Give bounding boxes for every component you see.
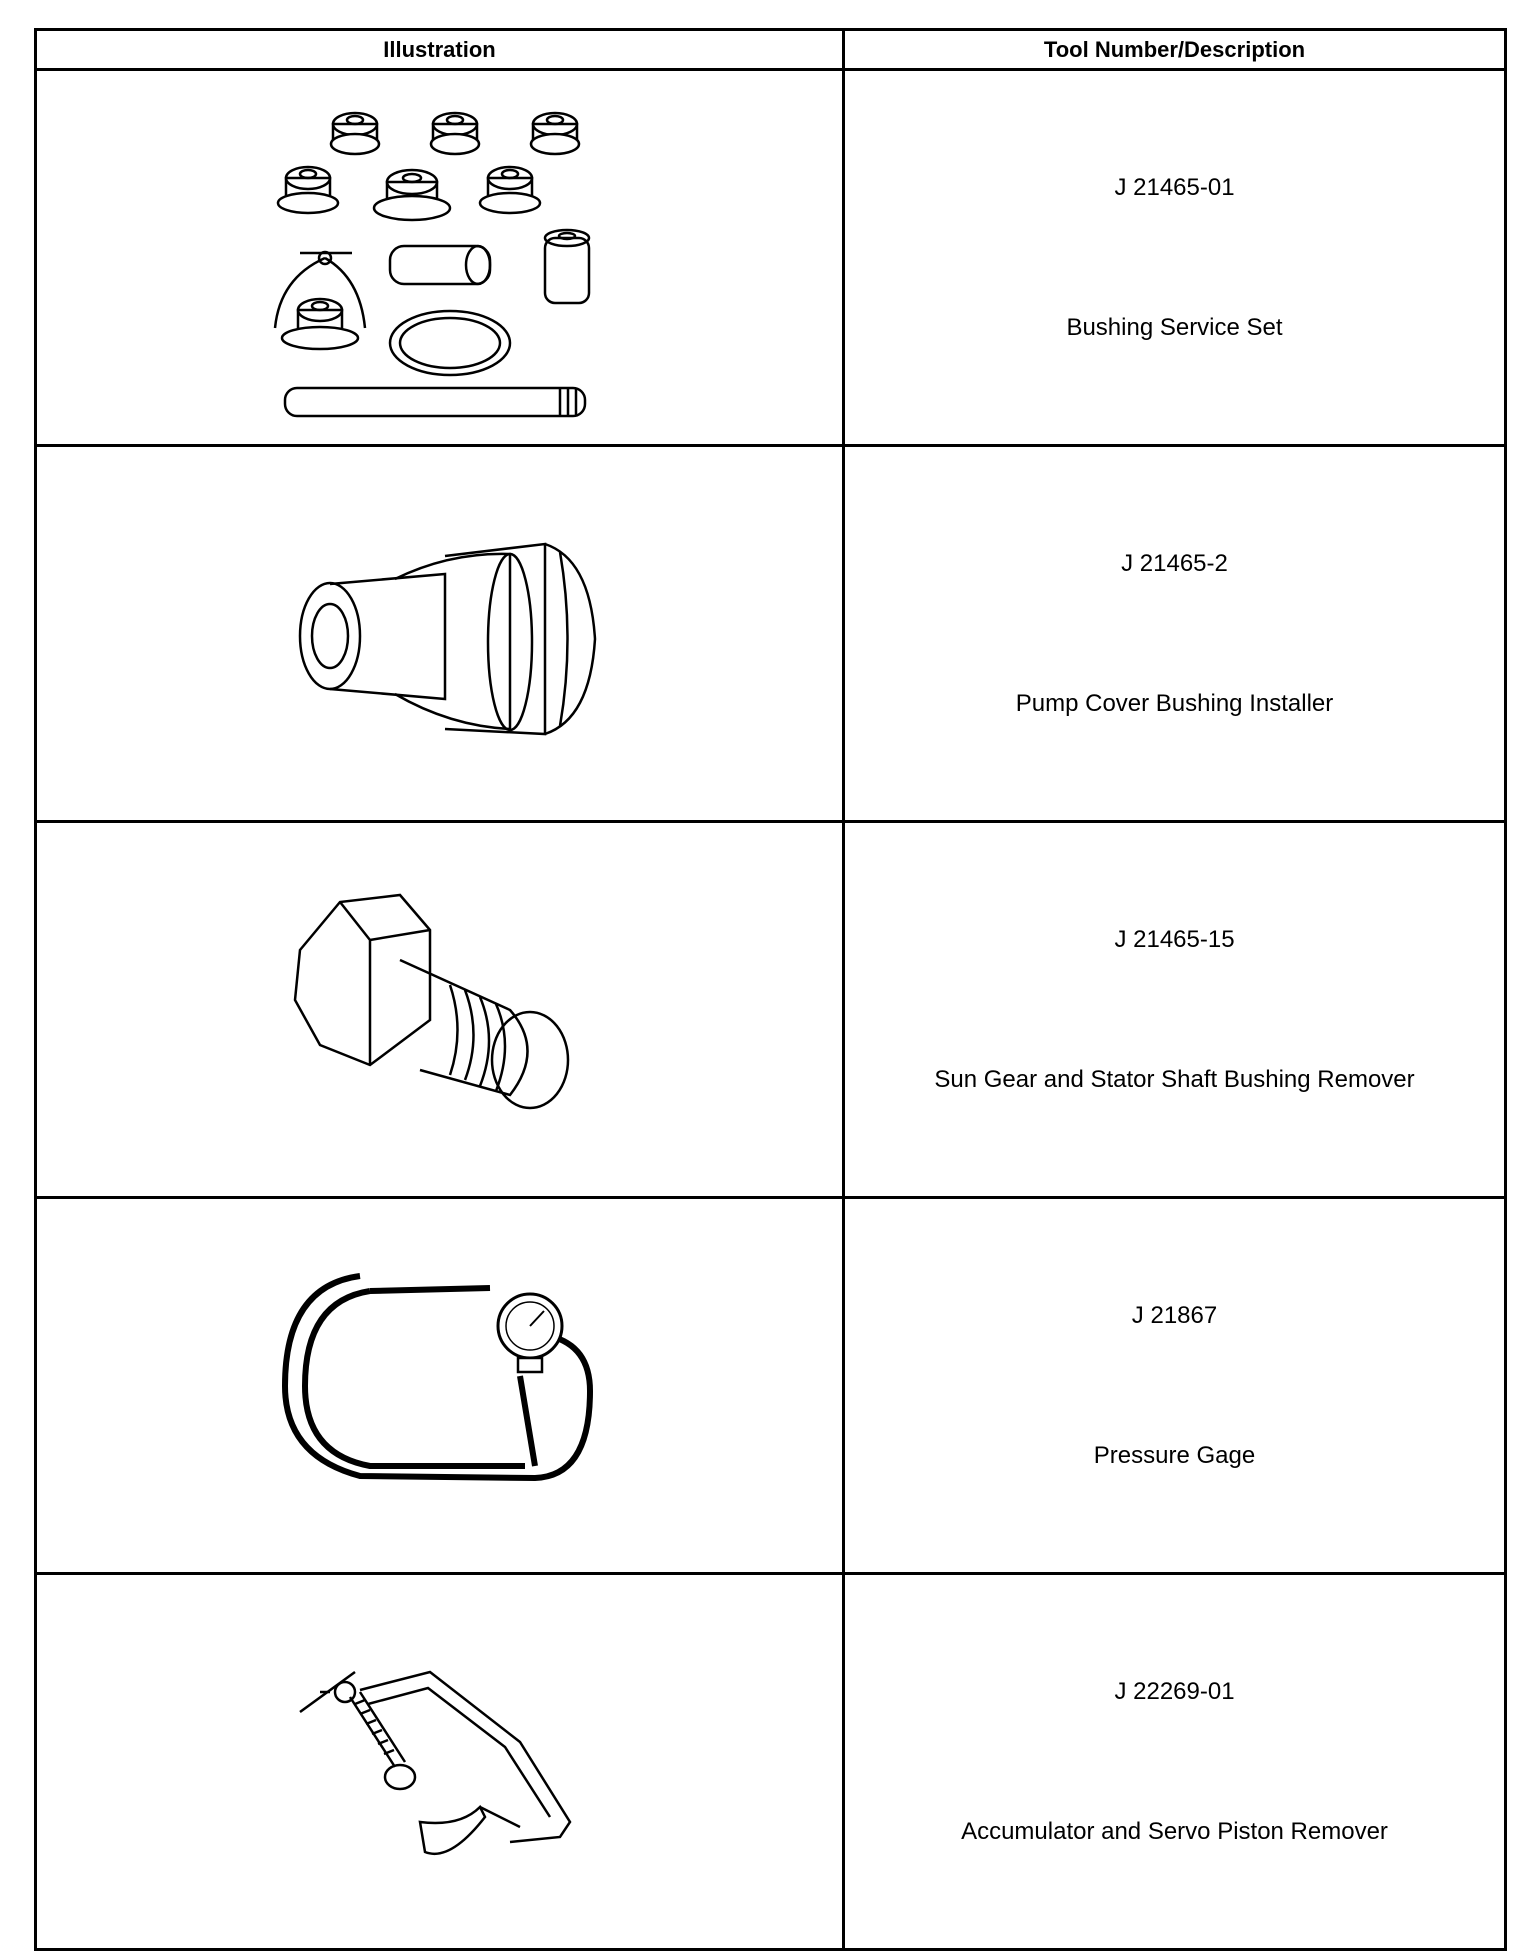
tool-cell: J 21867 Pressure Gage bbox=[842, 1196, 1507, 1575]
illustration-cell bbox=[34, 820, 845, 1199]
header-row: Illustration Tool Number/Description bbox=[34, 28, 1507, 71]
table-row: J 21465-2 Pump Cover Bushing Installer bbox=[34, 444, 1507, 823]
bushing-remover-icon bbox=[260, 840, 620, 1180]
tool-description: Bushing Service Set bbox=[1066, 313, 1283, 341]
tool-number: J 22269-01 bbox=[1114, 1677, 1235, 1705]
table-row: J 21867 Pressure Gage bbox=[34, 1196, 1507, 1575]
pressure-gage-icon bbox=[260, 1216, 620, 1556]
piston-remover-icon bbox=[260, 1592, 620, 1932]
tool-cell: J 21465-2 Pump Cover Bushing Installer bbox=[842, 444, 1507, 823]
tool-description: Pump Cover Bushing Installer bbox=[1015, 689, 1334, 717]
tool-number: J 21867 bbox=[1131, 1301, 1218, 1329]
table-row: J 21465-01 Bushing Service Set bbox=[34, 68, 1507, 447]
header-tool-number: Tool Number/Description bbox=[842, 28, 1507, 71]
table-row: J 22269-01 Accumulator and Servo Piston … bbox=[34, 1572, 1507, 1951]
table-row: J 21465-15 Sun Gear and Stator Shaft Bus… bbox=[34, 820, 1507, 1199]
tool-number: J 21465-01 bbox=[1114, 173, 1235, 201]
tool-description: Pressure Gage bbox=[1093, 1441, 1256, 1469]
tool-number: J 21465-15 bbox=[1114, 925, 1235, 953]
tool-cell: J 22269-01 Accumulator and Servo Piston … bbox=[842, 1572, 1507, 1951]
header-illustration: Illustration bbox=[34, 28, 845, 71]
illustration-cell bbox=[34, 444, 845, 823]
tool-number: J 21465-2 bbox=[1121, 549, 1228, 577]
illustration-cell bbox=[34, 68, 845, 447]
tool-description: Accumulator and Servo Piston Remover bbox=[961, 1817, 1388, 1845]
tool-table: Illustration Tool Number/Description bbox=[34, 28, 1507, 1951]
tool-cell: J 21465-01 Bushing Service Set bbox=[842, 68, 1507, 447]
illustration-cell bbox=[34, 1196, 845, 1575]
bushing-installer-icon bbox=[260, 464, 620, 804]
bushing-service-set-icon bbox=[260, 88, 620, 428]
tool-description: Sun Gear and Stator Shaft Bushing Remove… bbox=[934, 1065, 1415, 1093]
tool-cell: J 21465-15 Sun Gear and Stator Shaft Bus… bbox=[842, 820, 1507, 1199]
illustration-cell bbox=[34, 1572, 845, 1951]
